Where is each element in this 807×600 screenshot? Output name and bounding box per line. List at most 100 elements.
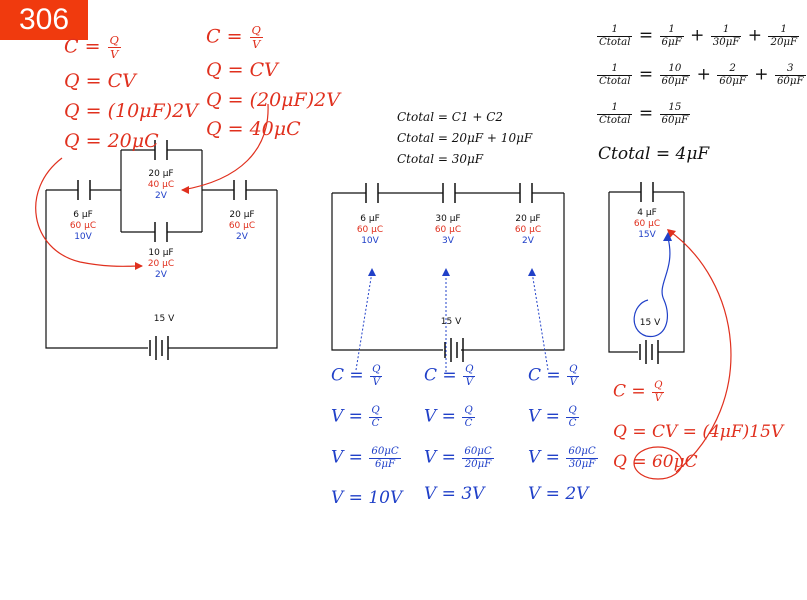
c1-cap2-label: 20 μF 40 μC 2V — [131, 169, 191, 202]
c2-cap1-plates — [365, 183, 379, 203]
blue-col2-c-den: V — [465, 376, 473, 388]
c2-battery-symbol — [444, 338, 464, 362]
c1-cap1-voltage: 10V — [74, 232, 92, 242]
series-l2-t1-den: 60μF — [661, 75, 689, 87]
c1-cap4-plates — [233, 180, 247, 200]
c1-cap1-label: 6 μF 60 μC 10V — [53, 210, 113, 243]
blue-col3-v2-lhs: V = — [528, 447, 560, 468]
blue-col1-v2-num: 60μC — [369, 446, 401, 459]
series-l2-t1-num: 10 — [659, 63, 691, 76]
c3-cap1-charge: 60 μC — [633, 219, 661, 229]
red-arrow-right — [667, 229, 732, 473]
notes-left-line1-num: Q — [107, 33, 121, 49]
red-arrowhead-left — [135, 262, 143, 270]
series-l1-t1-den: 6μF — [661, 36, 682, 48]
notes-left-line2: Q = CV — [64, 70, 136, 92]
c2-cap1-value: 6 μF — [360, 214, 380, 224]
c2-cap3-voltage: 2V — [522, 236, 534, 246]
c2-cap2-label: 30 μF 60 μC 3V — [418, 214, 478, 247]
c1-cap1-charge: 60 μC — [69, 221, 97, 231]
c2-cap1-label: 6 μF 60 μC 10V — [340, 214, 400, 247]
blue-col2-c-lhs: C = — [424, 365, 457, 386]
c2-cap3-value: 20 μF — [515, 214, 541, 224]
blue-curl-arrow — [633, 237, 671, 337]
c1-cap4-voltage: 2V — [236, 232, 248, 242]
notes-mid-line2: Q = CV — [206, 59, 278, 81]
series-l2-t3-num: 3 — [774, 63, 806, 76]
blue-col3-result: V = 2V — [528, 484, 589, 504]
c1-battery-symbol — [149, 336, 169, 360]
blue-col1-c-lhs: C = — [331, 365, 364, 386]
notes-right-line1-den: V — [654, 392, 662, 404]
notes-right-line1-lhs: C = — [613, 381, 646, 402]
blue-col2-v1-lhs: V = — [424, 406, 456, 427]
series-sum-line4: Ctotal = 4μF — [598, 144, 710, 164]
parallel-sum-line3: Ctotal = 30μF — [397, 152, 484, 166]
c2-wire-right — [461, 193, 565, 351]
c2-wire-left — [331, 193, 443, 351]
blue-col2-v2-lhs: V = — [424, 447, 456, 468]
notes-mid-line3: Q = (20μF)2V — [206, 89, 340, 111]
c1-cap1-value: 6 μF — [73, 210, 93, 220]
blue-col2-v2-num: 60μC — [462, 446, 494, 459]
c1-cap3-charge: 20 μC — [147, 259, 175, 269]
c1-cap2-voltage: 2V — [155, 191, 167, 201]
notes-left-line4: Q = 20μC — [64, 130, 159, 152]
series-l2-t3-den: 60μF — [776, 75, 804, 87]
c1-cap4-charge: 60 μC — [228, 221, 256, 231]
series-l2-lhs-den: Ctotal — [599, 75, 631, 87]
red-arrow-mid — [181, 103, 269, 191]
c2-cap1-charge: 60 μC — [356, 225, 384, 235]
series-l2-t2-num: 2 — [717, 63, 748, 76]
c3-cap1-label: 4 μF 60 μC 15V — [617, 208, 677, 241]
series-l1-t3-num: 1 — [768, 24, 800, 37]
blue-col2-v1-den: C — [464, 417, 473, 429]
c3-wire-right — [658, 192, 685, 353]
c1-cap2-charge: 40 μC — [147, 180, 175, 190]
c3-cap1-voltage: 15V — [638, 230, 656, 240]
series-l3-t1-num: 15 — [659, 102, 691, 115]
notes-left-line1-den: V — [110, 47, 119, 62]
blue-arrowhead-1 — [368, 268, 376, 276]
blue-col1-result: V = 10V — [331, 488, 403, 508]
blue-col2-v2-den: 20μF — [464, 458, 492, 470]
series-l1-t2-den: 30μF — [712, 36, 740, 48]
blue-col1-c-num: Q — [370, 364, 383, 377]
c1-cap1-plates — [77, 180, 91, 200]
series-l3-t1-den: 60μF — [661, 114, 689, 126]
c3-cap1-value: 4 μF — [637, 208, 657, 218]
series-l1-t2-num: 1 — [710, 24, 742, 37]
c2-cap3-plates — [519, 183, 533, 203]
blue-curl-arrowhead — [663, 232, 672, 241]
blue-col3-c-num: Q — [567, 364, 580, 377]
blue-col3-v1-den: C — [568, 417, 577, 429]
red-circle-60uC — [633, 446, 683, 480]
c1-cap2-plates — [154, 140, 168, 160]
blue-col3-v2-den: 30μF — [568, 458, 596, 470]
series-l3-lhs-den: Ctotal — [599, 114, 631, 126]
c1-cap4-value: 20 μF — [229, 210, 255, 220]
